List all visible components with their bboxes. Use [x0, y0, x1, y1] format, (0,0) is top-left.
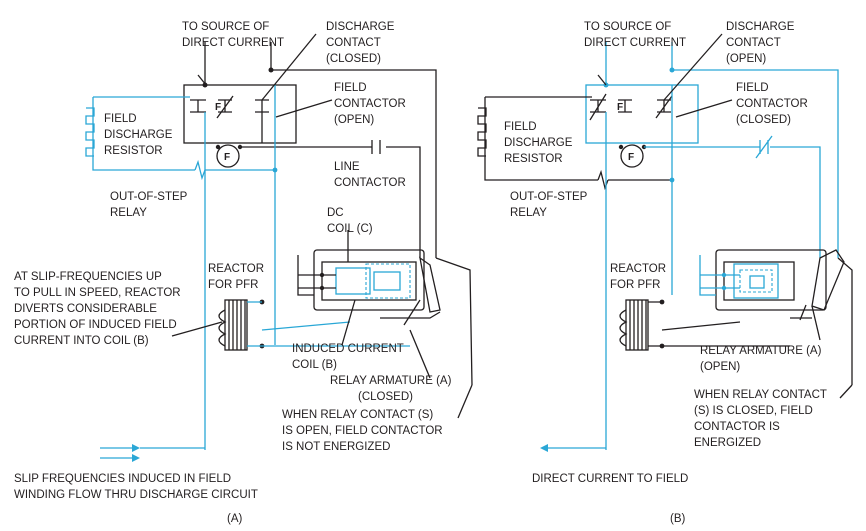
- panel-b-field-contactor-line-2: CONTACTOR: [736, 98, 808, 110]
- panel-b-armature-line-2: (OPEN): [700, 361, 740, 373]
- panel-a-slip-note-line-3: DIVERTS CONSIDERABLE: [14, 303, 157, 315]
- panel-a-line-contactor-line-1: LINE: [334, 161, 360, 173]
- panel-b-field-contactor-line-3: (CLOSED): [736, 114, 791, 126]
- panel-b-discharge-f-symbol: F: [617, 102, 623, 113]
- panel-b-relay-note-line-3: CONTACTOR IS: [694, 421, 780, 433]
- panel-a-diagram: [85, 33, 473, 462]
- panel-a-discharge-contact-line-3: (CLOSED): [326, 53, 381, 65]
- panel-a-induced-coil-line-1: INDUCED CURRENT: [292, 343, 404, 355]
- panel-a-line-contactor-line-2: CONTACTOR: [334, 177, 406, 189]
- panel-b-oos-relay-line-2: RELAY: [510, 207, 547, 219]
- panel-b-armature-line-1: RELAY ARMATURE (A): [700, 345, 822, 357]
- panel-a-discharge-contact-line-1: DISCHARGE: [326, 21, 395, 33]
- panel-a-discharge-f-symbol: F: [215, 102, 221, 113]
- panel-a-resistor-line-2: DISCHARGE: [104, 129, 173, 141]
- panel-a-reactor-line-1: REACTOR: [208, 263, 264, 275]
- panel-a-discharge-contact-line-2: CONTACT: [326, 37, 381, 49]
- panel-b-resistor-line-1: FIELD: [504, 121, 537, 133]
- panel-b-diagram: [477, 33, 853, 452]
- panel-a-caption: (A): [227, 513, 243, 525]
- panel-b-meter-f-symbol: F: [628, 152, 634, 163]
- panel-b-caption: (B): [670, 513, 686, 525]
- panel-a-slip-note-line-2: TO PULL IN SPEED, REACTOR: [14, 287, 181, 299]
- panel-b-resistor-line-3: RESISTOR: [504, 153, 563, 165]
- panel-b-field-contactor-line-1: FIELD: [736, 82, 769, 94]
- panel-b-reactor-line-2: FOR PFR: [610, 279, 660, 291]
- panel-a-resistor-line-1: FIELD: [104, 113, 137, 125]
- panel-a-bottom-note-line-2: WINDING FLOW THRU DISCHARGE CIRCUIT: [14, 489, 258, 501]
- panel-b-discharge-contact-line-2: CONTACT: [726, 37, 781, 49]
- panel-b-relay-note-line-1: WHEN RELAY CONTACT: [694, 389, 827, 401]
- panel-a-induced-coil-line-2: COIL (B): [292, 359, 337, 371]
- panel-b-reactor-line-1: REACTOR: [610, 263, 666, 275]
- panel-a-oos-relay-line-1: OUT-OF-STEP: [110, 191, 188, 203]
- panel-b-discharge-contact-line-3: (OPEN): [726, 53, 766, 65]
- panel-a-to-source-line-1: TO SOURCE OF: [182, 21, 269, 33]
- panel-a-field-contactor-line-2: CONTACTOR: [334, 98, 406, 110]
- panel-a-field-contactor-line-1: FIELD: [334, 82, 367, 94]
- panel-a-slip-note-line-5: CURRENT INTO COIL (B): [14, 335, 149, 347]
- panel-a-to-source-line-2: DIRECT CURRENT: [182, 37, 284, 49]
- panel-b-resistor-line-2: DISCHARGE: [504, 137, 573, 149]
- panel-a-field-contactor-line-3: (OPEN): [334, 114, 374, 126]
- panel-a-slip-note-line-1: AT SLIP-FREQUENCIES UP: [14, 271, 162, 283]
- panel-a-dc-coil-line-1: DC: [327, 207, 344, 219]
- panel-b-bottom-note: DIRECT CURRENT TO FIELD: [532, 473, 688, 485]
- panel-b-oos-relay-line-1: OUT-OF-STEP: [510, 191, 588, 203]
- panel-a-relay-note-line-1: WHEN RELAY CONTACT (S): [282, 409, 433, 421]
- panel-a-armature-line-1: RELAY ARMATURE (A): [330, 375, 452, 387]
- panel-a-relay-note-line-3: IS NOT ENERGIZED: [282, 441, 390, 453]
- panel-b-relay-note-line-2: (S) IS CLOSED, FIELD: [694, 405, 813, 417]
- panel-a-dc-coil-line-2: COIL (C): [327, 223, 373, 235]
- panel-a-oos-relay-line-2: RELAY: [110, 207, 147, 219]
- panel-a-bottom-note-line-1: SLIP FREQUENCIES INDUCED IN FIELD: [14, 473, 231, 485]
- panel-a-relay-note-line-2: IS OPEN, FIELD CONTACTOR: [282, 425, 443, 437]
- panel-a-resistor-line-3: RESISTOR: [104, 145, 163, 157]
- panel-a-armature-line-2: (CLOSED): [358, 391, 413, 403]
- panel-b-relay-note-line-4: ENERGIZED: [694, 437, 761, 449]
- panel-b-to-source-line-1: TO SOURCE OF: [584, 21, 671, 33]
- panel-b-to-source-line-2: DIRECT CURRENT: [584, 37, 686, 49]
- panel-a-reactor-line-2: FOR PFR: [208, 279, 258, 291]
- panel-a-meter-f-symbol: F: [224, 152, 230, 163]
- panel-a-slip-note-line-4: PORTION OF INDUCED FIELD: [14, 319, 177, 331]
- panel-b-discharge-contact-line-1: DISCHARGE: [726, 21, 795, 33]
